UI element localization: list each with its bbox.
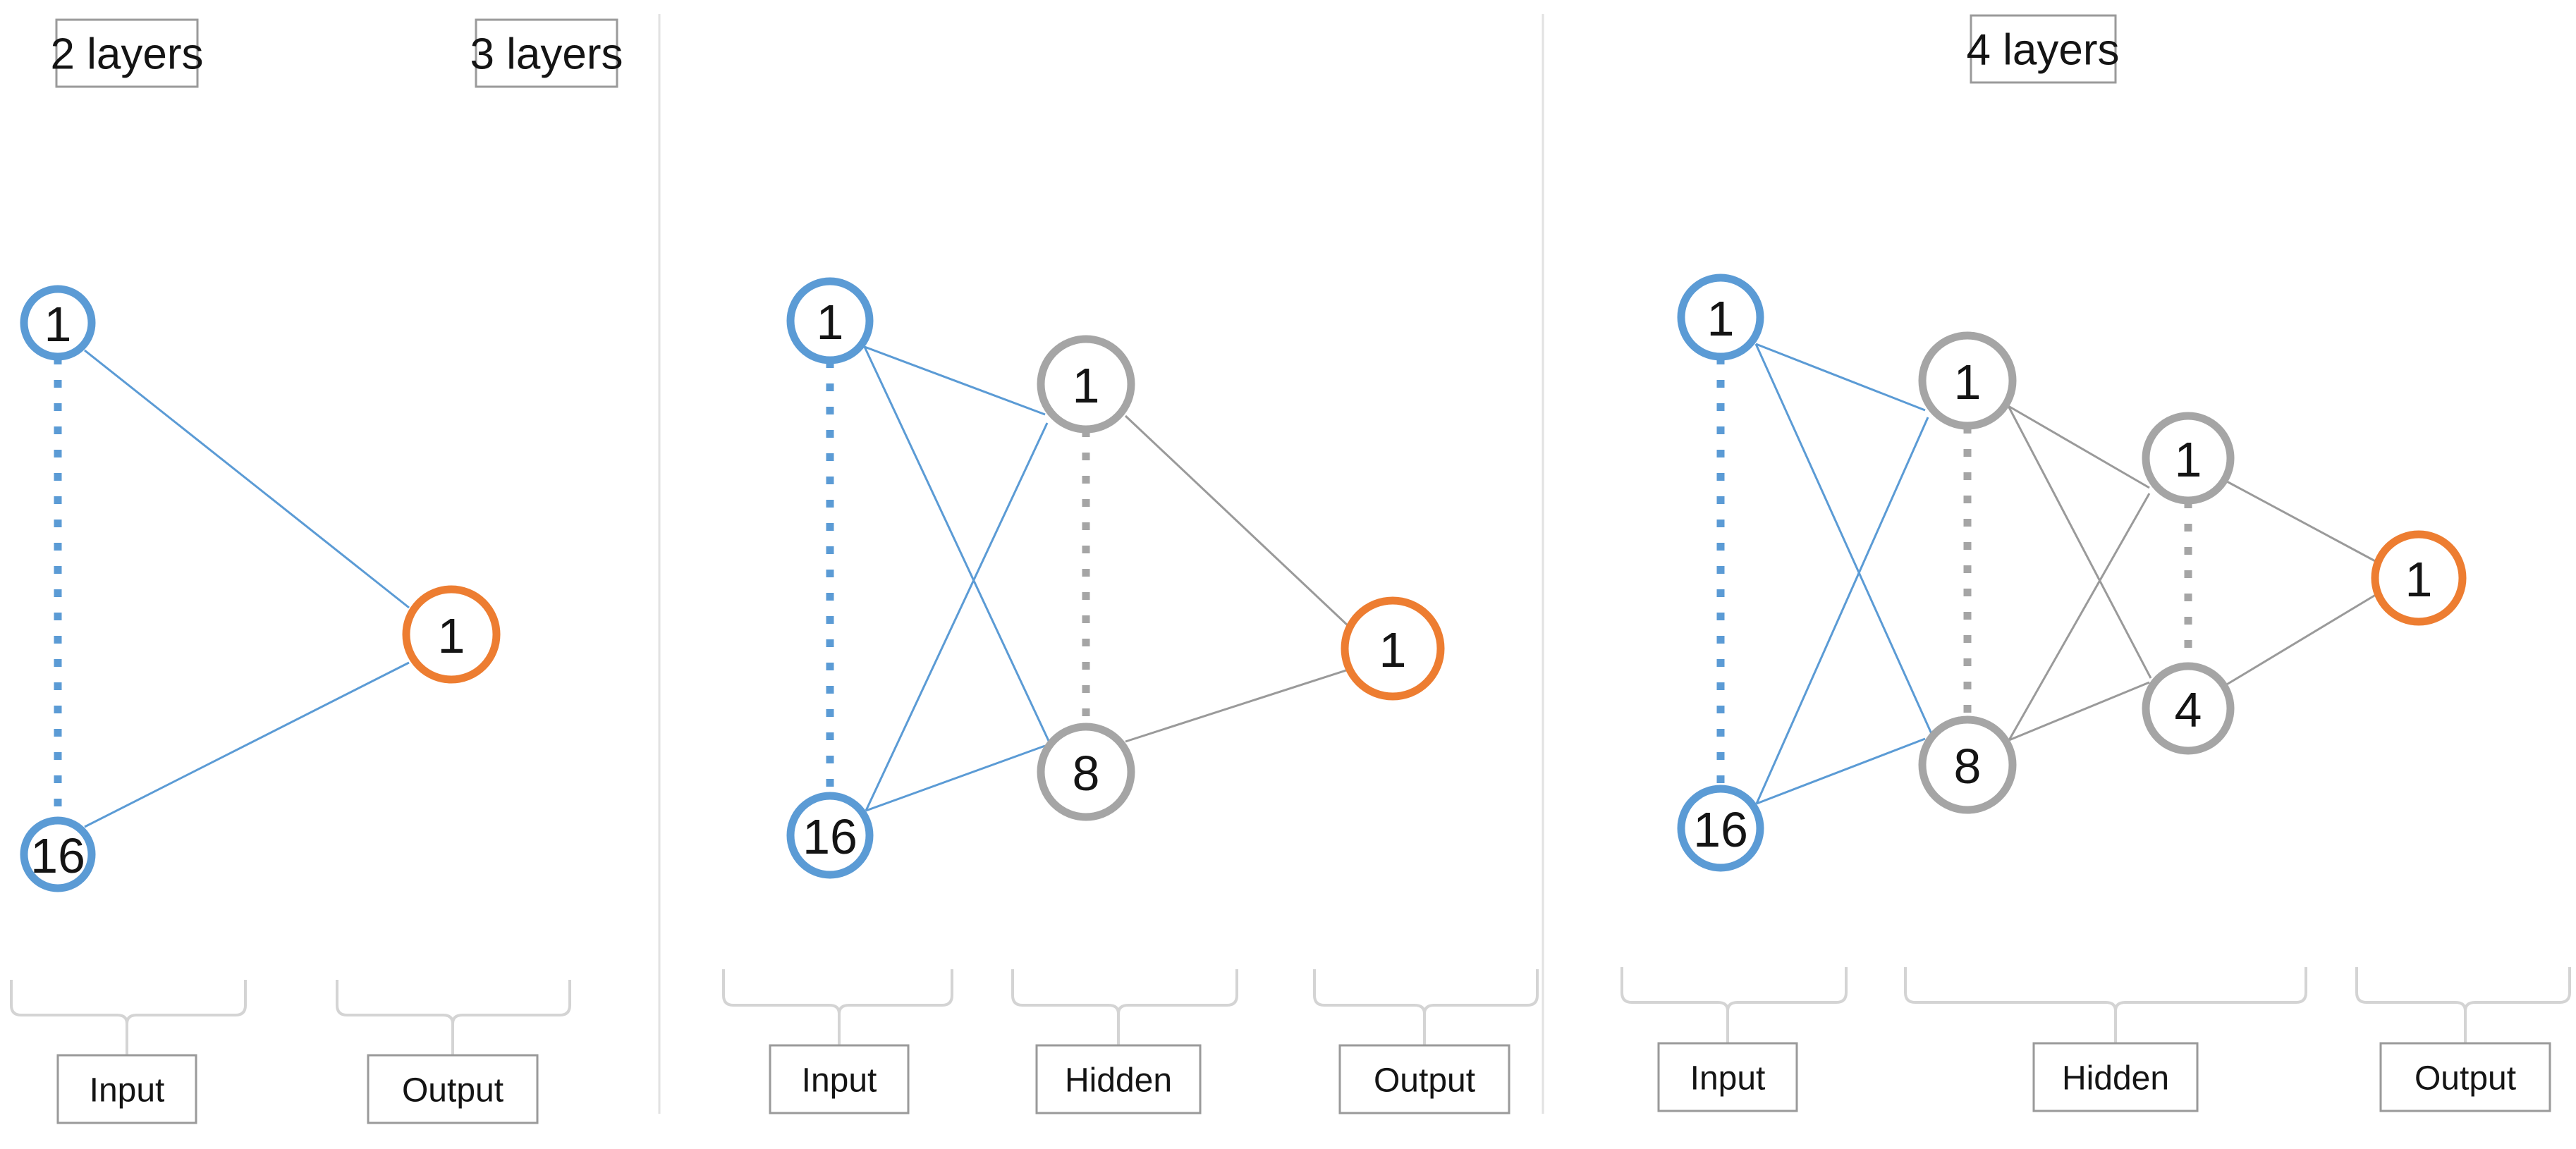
edge-in16-h1 xyxy=(1755,417,1929,804)
input-node-label: 16 xyxy=(802,809,857,864)
title-box-panel-3 xyxy=(1970,14,2117,84)
panel-3-edges-input-hidden1 xyxy=(1754,343,1934,805)
hidden-node xyxy=(1918,331,2017,430)
panel-title-3: 4 layers xyxy=(1966,26,2119,75)
input-node-label: 1 xyxy=(1707,291,1735,346)
output-node-label: 1 xyxy=(1379,622,1407,677)
brace-label-box-hidden xyxy=(2032,1042,2199,1112)
hidden-node-label: 1 xyxy=(2175,432,2202,487)
brace-label-box-input xyxy=(1657,1042,1798,1112)
panel-titles: 2 layers 3 layers 4 layers xyxy=(50,14,2120,88)
brace-hidden xyxy=(1904,967,2307,1012)
edge-in1-out1 xyxy=(84,349,410,609)
panel-1-edges xyxy=(84,349,410,828)
brace-label-input: Input xyxy=(90,1072,165,1110)
edge-in16-h8 xyxy=(865,744,1046,812)
hidden-node xyxy=(2142,412,2235,505)
title-box-panel-1 xyxy=(55,18,199,88)
panel-dividers xyxy=(658,14,1544,1114)
brace-label-box-output xyxy=(2379,1042,2551,1112)
output-node xyxy=(2371,530,2467,626)
brace-label-hidden: Hidden xyxy=(1065,1062,1172,1100)
edge-in16-h1 xyxy=(865,422,1049,811)
panel-3-braces: Input Hidden Output xyxy=(1620,967,2571,1112)
panel-title-1: 2 layers xyxy=(50,30,203,79)
brace-label-output: Output xyxy=(1374,1062,1475,1100)
output-node-label: 1 xyxy=(438,608,465,663)
hidden-node xyxy=(1037,335,1135,434)
hidden-node-label: 8 xyxy=(1073,746,1100,801)
brace-hidden xyxy=(1011,969,1238,1014)
hidden-node xyxy=(2142,662,2235,755)
brace-input xyxy=(1620,967,1848,1012)
panel-1-braces: Input Output xyxy=(10,980,571,1124)
edge-h1b-out1 xyxy=(2225,479,2379,564)
hidden-node-label: 1 xyxy=(1954,355,1982,410)
title-box-panel-2 xyxy=(475,18,618,88)
brace-output xyxy=(1313,969,1539,1014)
panel-3-nodes: 1 16 1 8 1 4 1 xyxy=(1677,274,2467,872)
brace-label-input: Input xyxy=(1690,1060,1766,1098)
input-node xyxy=(1677,785,1764,872)
brace-output xyxy=(336,980,571,1024)
edge-in16-out1 xyxy=(84,661,410,828)
panel-2-edges-input-hidden xyxy=(863,345,1051,812)
hidden-node-label: 4 xyxy=(2175,682,2202,737)
input-node xyxy=(20,285,96,361)
edge-in16-h8 xyxy=(1756,737,1926,805)
edge-in1-h8 xyxy=(863,346,1051,743)
input-node xyxy=(786,792,874,879)
brace-label-box-hidden xyxy=(1035,1044,1202,1114)
panel-4-layers: 1 16 1 8 1 4 1 Input xyxy=(1620,274,2571,1112)
output-node-label: 1 xyxy=(2405,552,2433,607)
edge-h4-out1 xyxy=(2225,592,2379,687)
brace-input xyxy=(722,969,953,1014)
panel-2-edges-hidden-output xyxy=(1124,414,1350,743)
edge-h1-h4 xyxy=(2007,405,2152,679)
panel-3-edges-hidden2-output xyxy=(2225,479,2379,687)
output-node xyxy=(1341,596,1445,701)
edge-h8-out1 xyxy=(1125,668,1349,743)
brace-label-box-input xyxy=(56,1054,197,1124)
input-node-label: 16 xyxy=(30,828,85,883)
edge-in1-h8 xyxy=(1754,343,1934,736)
brace-label-output: Output xyxy=(2415,1060,2516,1098)
hidden-node-label: 1 xyxy=(1073,358,1100,413)
panel-2-layers: 1 16 1 Input Output xyxy=(10,285,571,1124)
input-node-label: 1 xyxy=(817,295,844,350)
brace-label-box-output xyxy=(367,1054,539,1124)
panel-3-layers: 1 16 1 8 1 Input Hidden xyxy=(722,277,1539,1114)
input-node-label: 16 xyxy=(1693,802,1748,857)
hidden-node xyxy=(1037,723,1135,821)
edge-in1-h1 xyxy=(1755,343,1926,412)
brace-input xyxy=(10,980,247,1024)
panel-2-nodes: 1 16 1 8 1 xyxy=(786,277,1445,879)
brace-label-input: Input xyxy=(802,1062,877,1100)
output-node xyxy=(402,585,501,684)
brace-label-box-output xyxy=(1338,1044,1510,1114)
input-node-label: 1 xyxy=(44,297,72,352)
brace-label-hidden: Hidden xyxy=(2062,1060,2169,1098)
panel-3-edges-hidden1-hidden2 xyxy=(2007,405,2152,742)
panel-1-nodes: 1 16 1 xyxy=(20,285,501,892)
edge-h8-h1b xyxy=(2008,493,2151,741)
edge-h1-out1 xyxy=(1124,414,1350,627)
input-node xyxy=(1677,274,1764,361)
edge-h1-h1b xyxy=(2008,405,2150,489)
hidden-node-label: 8 xyxy=(1954,739,1982,794)
input-node xyxy=(20,816,96,892)
edge-h8-h4 xyxy=(2008,681,2150,742)
hidden-node xyxy=(1918,715,2017,814)
brace-label-output: Output xyxy=(402,1072,503,1110)
panel-2-braces: Input Hidden Output xyxy=(722,969,1539,1114)
input-node xyxy=(786,277,874,364)
edge-in1-h1 xyxy=(864,345,1046,416)
brace-output xyxy=(2355,967,2571,1012)
panel-title-2: 3 layers xyxy=(470,30,623,79)
brace-label-box-input xyxy=(769,1044,910,1114)
